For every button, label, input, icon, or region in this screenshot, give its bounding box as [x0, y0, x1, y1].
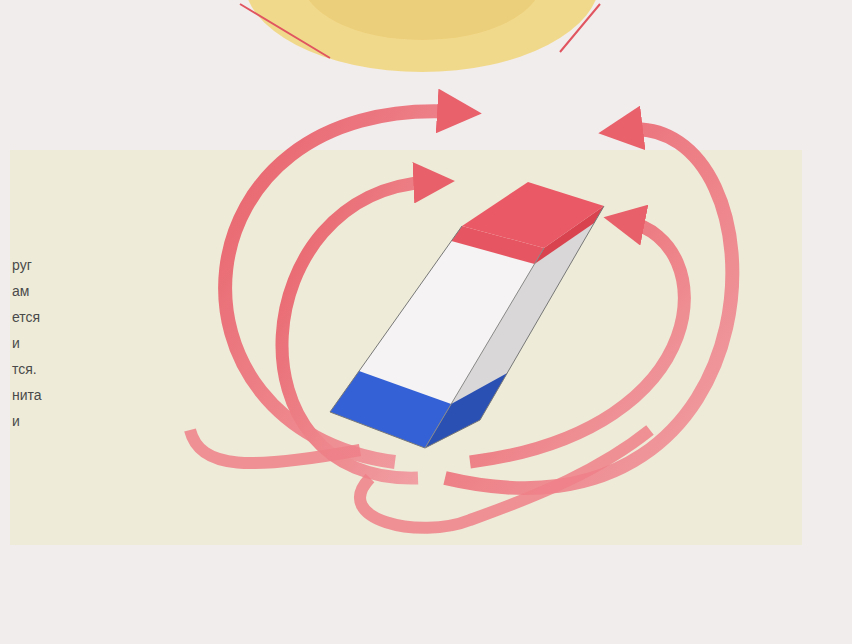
- field-line: [360, 430, 650, 528]
- field-lines-front: [190, 430, 650, 528]
- field-line: [190, 430, 360, 463]
- magnet-outline: [330, 206, 604, 448]
- text-fragment: тся.: [12, 361, 37, 377]
- filings-texture: [302, 0, 542, 40]
- text-fragment: ам: [12, 283, 29, 299]
- south-pole: [425, 373, 507, 448]
- filings-image: [244, 0, 600, 72]
- north-pole-top: [462, 182, 604, 248]
- text-fragment: нита: [12, 387, 42, 403]
- magnet-face: [425, 206, 604, 448]
- text-fragment: ется: [12, 309, 40, 325]
- field-lines: [225, 111, 732, 488]
- bar-magnet: [330, 182, 604, 448]
- text-fragment: и: [12, 335, 20, 351]
- text-fragment: руг: [12, 257, 32, 273]
- magnet-edge: [425, 248, 544, 448]
- image-frame: [240, 4, 600, 58]
- text-panel: [10, 150, 802, 545]
- text-fragment: и: [12, 413, 20, 429]
